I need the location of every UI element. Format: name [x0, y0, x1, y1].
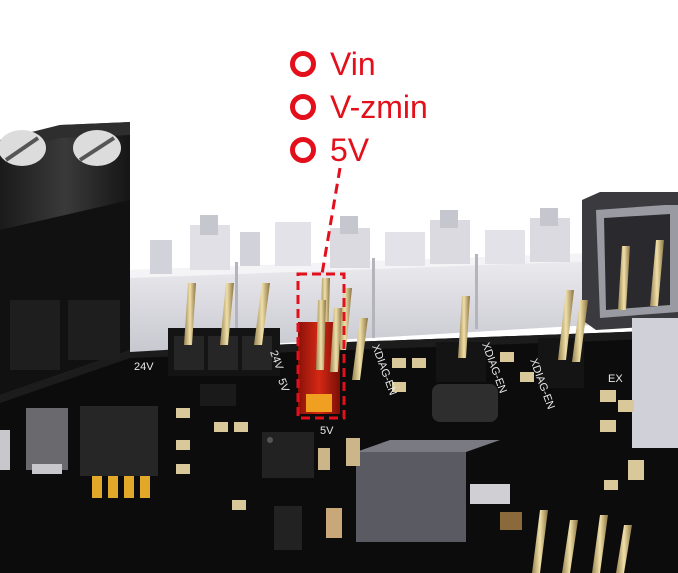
ring-icon: [290, 51, 316, 77]
silk-ex: EX: [608, 373, 623, 385]
inductor: [356, 440, 500, 542]
lower-right-pins: [532, 510, 632, 573]
pin-header-diag-2: [538, 290, 588, 388]
legend-label-vzmin: V-zmin: [330, 89, 428, 125]
silk-5v-mid: 5V: [275, 377, 291, 394]
pin-header-left: [168, 283, 280, 376]
silk-24v-left: 24V: [134, 361, 154, 373]
ic-sot-small: [200, 384, 302, 550]
legend-label-5v: 5V: [330, 132, 370, 168]
jumper-header: [298, 278, 368, 414]
ic-qfn: [262, 432, 314, 478]
pointer-line: [320, 167, 342, 275]
ic-dpak: [26, 408, 68, 474]
smd-components: [0, 352, 644, 538]
ring-icon: [290, 137, 316, 163]
pin-header-right: [618, 240, 664, 310]
legend-item-5v: 5V: [290, 134, 369, 166]
jst-connector-row: [130, 208, 678, 352]
ic-sot: [432, 384, 498, 422]
ring-icon: [290, 94, 316, 120]
legend-item-vzmin: V-zmin: [290, 91, 428, 123]
silk-5v-jumper: 5V: [320, 425, 334, 437]
screw-terminal: [0, 122, 130, 395]
legend-item-vin: Vin: [290, 48, 376, 80]
legend-label-vin: Vin: [330, 46, 376, 82]
ic-power-module: [80, 406, 158, 498]
jumper-highlight-box: [296, 272, 346, 420]
capacitor-top: [318, 438, 360, 470]
pin-header-diag-1: [436, 296, 486, 382]
